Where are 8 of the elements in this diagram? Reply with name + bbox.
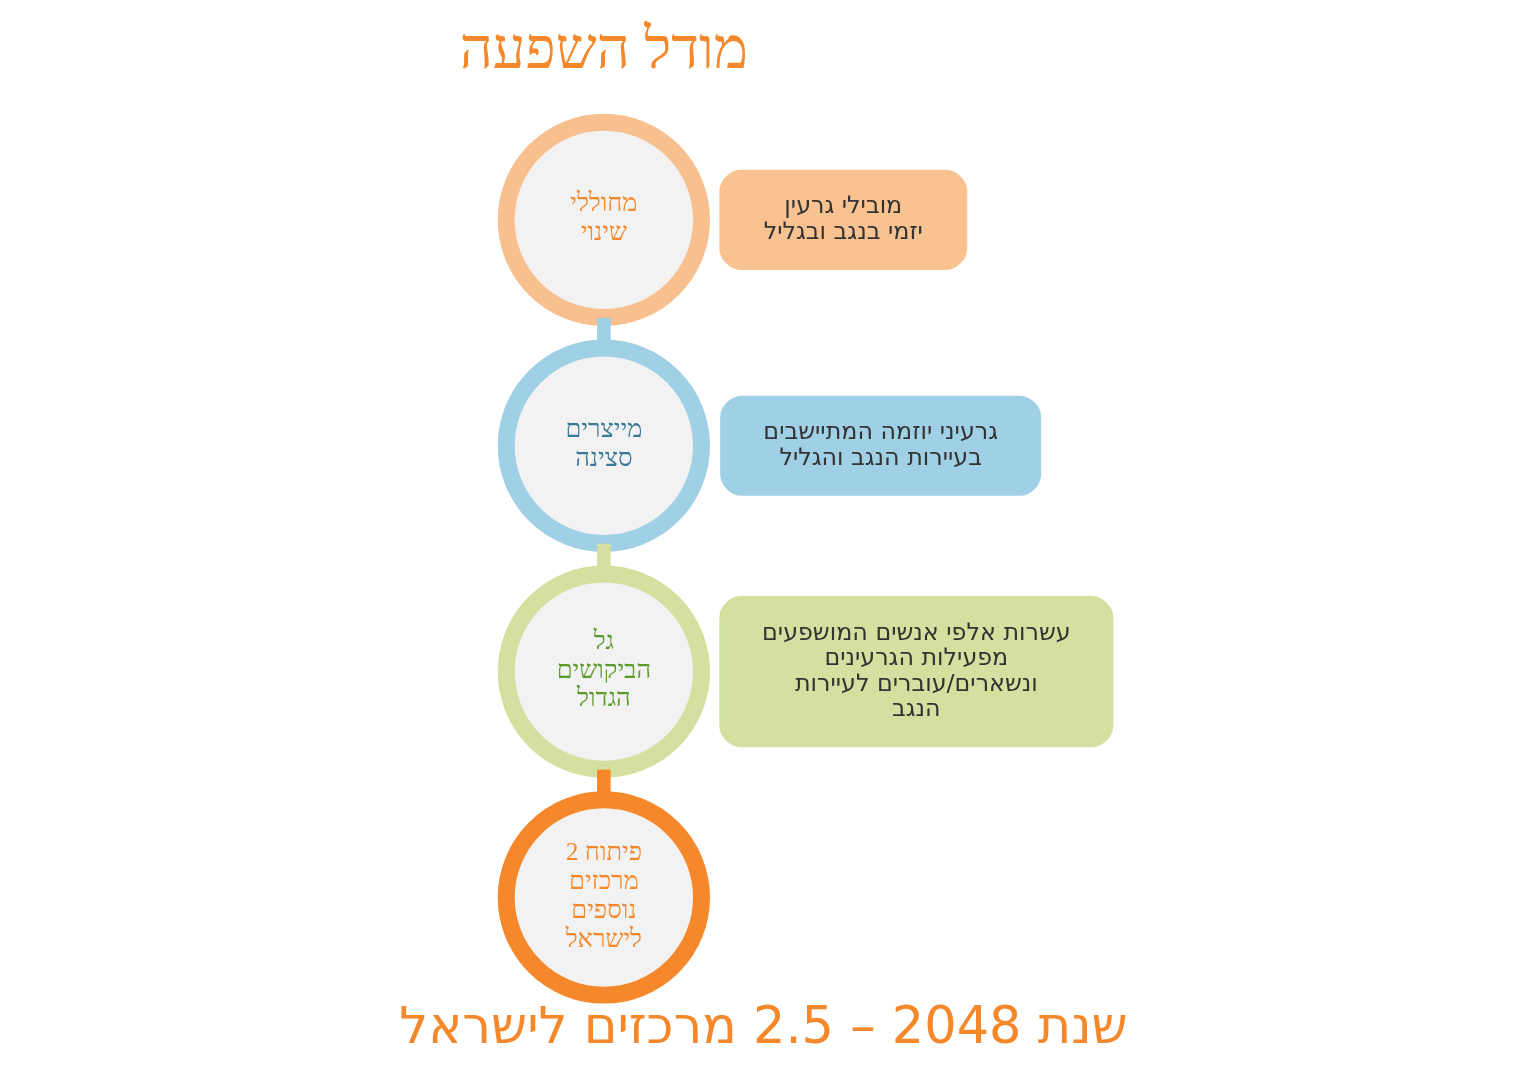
node-circle: מייצרים סצינה xyxy=(497,339,710,552)
node-circle: פיתוח 2 מרכזים נוספים לישראל xyxy=(497,791,710,1004)
node-circle: גל הביקושים הגדול xyxy=(497,565,710,778)
diagram-title: מודל השפעה xyxy=(459,17,749,81)
node-box: מובילי גרעין יזמי בנגב ובגליל xyxy=(719,169,968,270)
node-circle: מחוללי שינוי xyxy=(497,113,710,326)
node-box: גרעיני יוזמה המתיישבים בעיירות הנגב והגליל xyxy=(720,395,1042,496)
node-box: עשרות אלפי אנשים המושפעים מפעילות הגרעינים ונשארים/עוברים לעיירות הנגב xyxy=(719,596,1114,748)
